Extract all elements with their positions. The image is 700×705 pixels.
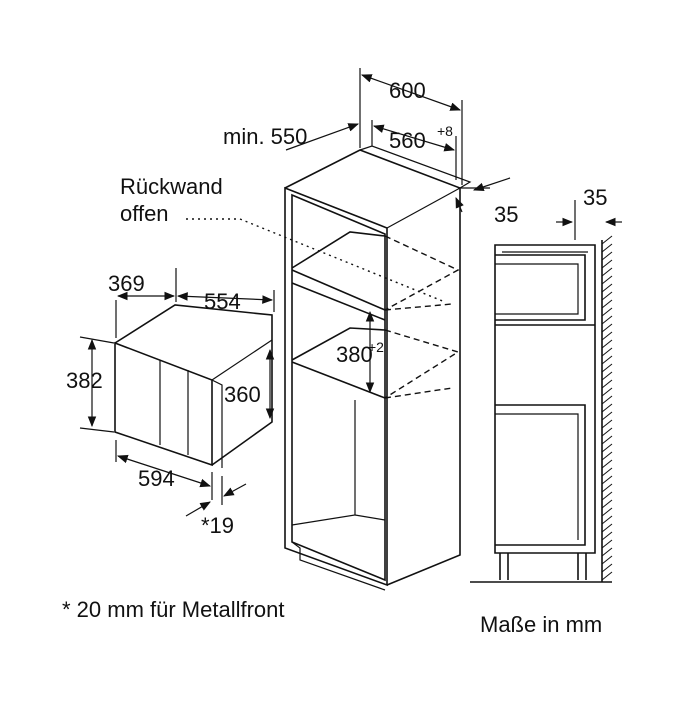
wall-hatch-line: [601, 435, 613, 445]
wall-hatch-line: [601, 307, 613, 317]
wall-hatch-line: [601, 339, 613, 349]
microwave-drawing: [114, 304, 273, 468]
wall-hatch-line: [601, 467, 613, 477]
wall-hatch-line: [601, 387, 613, 397]
dim-35-cabinet: 35: [455, 177, 518, 227]
dim-382: 382: [66, 336, 115, 433]
wall-hatch-line: [601, 291, 613, 301]
label-600: 600: [389, 78, 426, 103]
wall-hatch-line: [601, 403, 613, 413]
dim-554: 554: [176, 289, 275, 314]
label-380: 380: [336, 342, 373, 367]
wall-hatch-line: [601, 347, 613, 357]
cabinet-drawing: [284, 145, 472, 591]
label-560: 560: [389, 128, 426, 153]
dim-360: 360: [224, 348, 275, 420]
wall-hatch-line: [601, 539, 613, 549]
units-note: Maße in mm: [480, 612, 602, 637]
label-560-tol: +8: [437, 123, 453, 139]
wall-hatch-line: [601, 547, 613, 557]
wall-hatch-line: [601, 523, 613, 533]
wall-hatch-line: [601, 427, 613, 437]
dim-594: 594: [115, 440, 213, 500]
label-min550: min. 550: [223, 124, 307, 149]
wall-hatch-line: [601, 555, 613, 565]
wall-hatch-line: [601, 283, 613, 293]
wall-hatch-line: [601, 483, 613, 493]
dim-560: 560 +8: [371, 120, 457, 180]
wall-hatch-line: [601, 355, 613, 365]
label-594: 594: [138, 466, 175, 491]
dim-380: 380 +2: [336, 310, 384, 394]
wall-hatch-line: [601, 459, 613, 469]
dim-369: 369: [108, 268, 177, 338]
wall-hatch-line: [601, 499, 613, 509]
wall-hatch-line: [601, 323, 613, 333]
label-369: 369: [108, 271, 145, 296]
wall-hatch-line: [601, 475, 613, 485]
wall-hatch-line: [601, 275, 613, 285]
label-382: 382: [66, 368, 103, 393]
dim-19: *19: [185, 476, 247, 538]
label-35-side: 35: [583, 185, 607, 210]
wall-hatch-line: [601, 531, 613, 541]
wall-hatch-line: [601, 491, 613, 501]
side-view-drawing: [470, 235, 613, 583]
wall-hatch-line: [601, 419, 613, 429]
wall-hatch-line: [601, 299, 613, 309]
rueckwand-line2: offen: [120, 201, 169, 226]
wall-hatch-line: [601, 371, 613, 381]
rueckwand-callout: Rückwand offen: [120, 174, 446, 303]
label-554: 554: [204, 289, 241, 314]
wall-hatch-line: [601, 571, 613, 581]
wall-hatch-line: [601, 259, 613, 269]
wall-hatch-line: [601, 363, 613, 373]
wall-hatch-line: [601, 411, 613, 421]
wall-hatch-line: [601, 515, 613, 525]
label-380-tol: +2: [368, 339, 384, 355]
wall-hatch-line: [601, 443, 613, 453]
label-360: 360: [224, 382, 261, 407]
wall-hatch-line: [601, 267, 613, 277]
dim-35-side: 35: [556, 185, 622, 240]
rueckwand-line1: Rückwand: [120, 174, 223, 199]
wall-hatch-line: [601, 243, 613, 253]
wall-hatch-line: [601, 563, 613, 573]
wall-hatch-line: [601, 235, 613, 245]
dim-min550: min. 550: [223, 123, 360, 151]
label-19: *19: [201, 513, 234, 538]
wall-hatch-line: [601, 395, 613, 405]
wall-hatch-line: [601, 315, 613, 325]
wall-hatch-line: [601, 507, 613, 517]
wall-hatch-line: [601, 331, 613, 341]
footnote-metal-front: * 20 mm für Metallfront: [62, 597, 285, 622]
dim-600: 600: [359, 68, 463, 185]
label-35-cabinet: 35: [494, 202, 518, 227]
wall-hatch-line: [601, 379, 613, 389]
wall-hatch-line: [601, 451, 613, 461]
wall-hatch-line: [601, 251, 613, 261]
